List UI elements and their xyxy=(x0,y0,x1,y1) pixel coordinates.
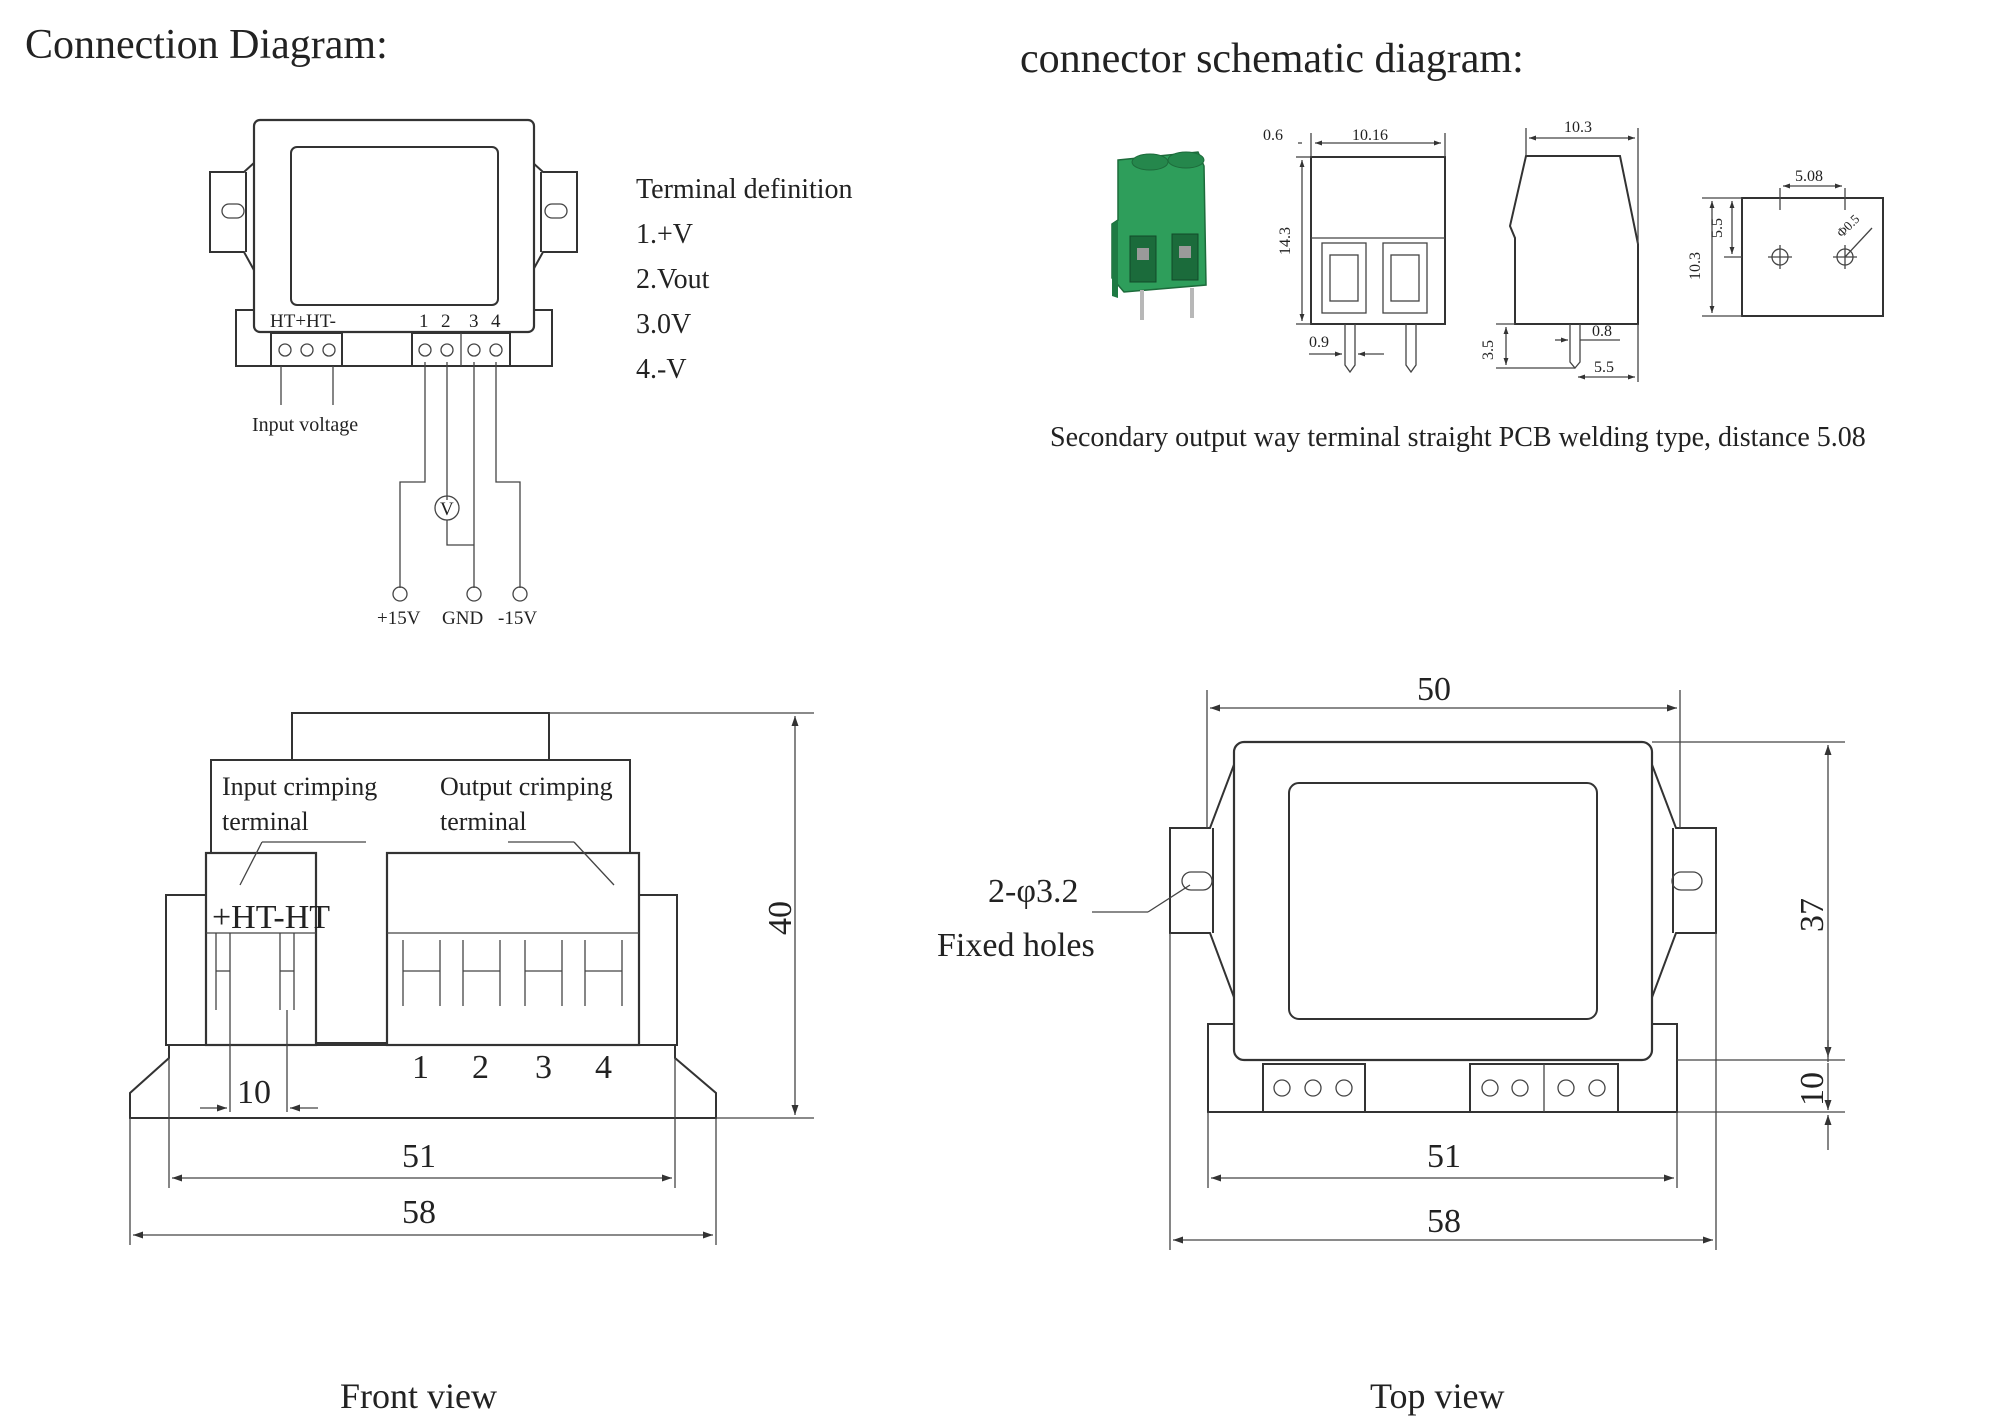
front-input-label-line1: Input crimping xyxy=(222,772,377,801)
top-dim-height: 37 xyxy=(1794,898,1831,932)
input-terminal-block xyxy=(270,332,343,367)
connector-dim-pin-offset: 5.5 xyxy=(1594,359,1614,376)
output-pin-label-2: 2 xyxy=(441,311,451,332)
front-input-terminal-label: +HT-HT xyxy=(212,899,330,936)
module-body xyxy=(252,118,536,334)
front-dim-terminal: 10 xyxy=(237,1074,271,1111)
top-right-fixed-hole xyxy=(1671,871,1703,891)
input-terminal-label: HT+HT- xyxy=(270,311,336,332)
top-view-body xyxy=(1232,740,1654,1062)
module-label-area xyxy=(290,146,499,306)
supply-terminal-gnd xyxy=(466,586,482,602)
top-view-caption: Top view xyxy=(1370,1376,1504,1416)
output-pin-label-1: 1 xyxy=(419,311,429,332)
connection-diagram: HT+HT- 1 2 3 4 Input voltage V +15V GND … xyxy=(209,118,578,629)
top-left-fixed-hole xyxy=(1181,871,1213,891)
connector-dim-bottom-height: 10.3 xyxy=(1687,252,1704,280)
supply-label-neg: -15V xyxy=(498,608,537,629)
connector-dim-width: 10.16 xyxy=(1352,127,1388,144)
front-input-label-line2: terminal xyxy=(222,807,309,836)
supply-label-pos: +15V xyxy=(377,608,421,629)
supply-terminal-pos xyxy=(392,586,408,602)
front-view: Input crimping terminal Output crimping … xyxy=(129,712,814,1245)
terminal-definition-item-1: 1.+V xyxy=(636,219,693,250)
voltmeter-label: V xyxy=(440,499,454,520)
connector-dim-bottom-half: 5.5 xyxy=(1709,218,1726,238)
front-view-top-cap xyxy=(291,712,550,761)
front-pin-label-2: 2 xyxy=(472,1049,489,1086)
connector-dim-hole: Φ0.5 xyxy=(1834,211,1863,240)
connector-side-view: 10.3 3.5 0.8 5.5 xyxy=(1480,119,1639,382)
connector-schematic-title: connector schematic diagram: xyxy=(1020,36,1524,82)
connector-dim-pin-length: 3.5 xyxy=(1480,340,1497,360)
supply-label-gnd: GND xyxy=(442,608,483,629)
connector-bottom-view: Φ0.5 5.08 10.3 5.5 xyxy=(1687,168,1884,317)
connector-caption: Secondary output way terminal straight P… xyxy=(1050,422,1866,453)
front-pin-label-4: 4 xyxy=(595,1049,612,1086)
front-output-terminal xyxy=(385,851,641,1047)
top-dim-base: 51 xyxy=(1427,1138,1461,1175)
supply-terminal-neg xyxy=(512,586,528,602)
top-holes-label-line1: 2-φ3.2 xyxy=(988,873,1078,910)
top-dim-terminal: 10 xyxy=(1794,1072,1831,1106)
right-mount-hole xyxy=(544,203,568,219)
top-view-label-area xyxy=(1288,782,1598,1020)
left-mount-hole xyxy=(221,203,245,219)
front-dim-total: 58 xyxy=(402,1194,436,1231)
terminal-definition-item-2: 2.Vout xyxy=(636,264,710,295)
connector-front-view: 0.6 10.16 14.3 0.9 xyxy=(1263,127,1446,374)
terminal-definition-item-4: 4.-V xyxy=(636,354,687,385)
connector-dim-pin-width: 0.9 xyxy=(1309,334,1329,351)
front-view-caption: Front view xyxy=(340,1376,497,1416)
front-output-label-line2: terminal xyxy=(440,807,527,836)
connector-dim-spacing: 5.08 xyxy=(1795,168,1823,185)
top-view: 2-φ3.2 Fixed holes 50 37 10 51 58 xyxy=(937,671,1845,1250)
terminal-definition-heading: Terminal definition xyxy=(636,174,853,205)
connector-dim-pin-thick: 0.8 xyxy=(1592,323,1612,340)
connector-dim-offset: 0.6 xyxy=(1263,127,1283,144)
front-pin-label-1: 1 xyxy=(412,1049,429,1086)
connector-photo xyxy=(1111,151,1207,320)
output-pin-label-4: 4 xyxy=(491,311,501,332)
front-pin-label-3: 3 xyxy=(535,1049,552,1086)
connector-dim-height: 14.3 xyxy=(1277,227,1294,255)
connector-dim-side-width: 10.3 xyxy=(1564,119,1592,136)
connection-diagram-title: Connection Diagram: xyxy=(25,22,388,68)
front-output-label-line1: Output crimping xyxy=(440,772,613,801)
terminal-definition-item-3: 3.0V xyxy=(636,309,691,340)
top-dim-total: 58 xyxy=(1427,1203,1461,1240)
output-pin-label-3: 3 xyxy=(469,311,479,332)
top-dim-width: 50 xyxy=(1417,671,1451,708)
terminal-definition: Terminal definition 1.+V 2.Vout 3.0V 4.-… xyxy=(636,174,853,385)
front-dim-height: 40 xyxy=(762,901,799,935)
front-dim-base: 51 xyxy=(402,1138,436,1175)
top-holes-label-line2: Fixed holes xyxy=(937,927,1095,964)
input-voltage-label: Input voltage xyxy=(252,414,358,436)
top-input-terminal xyxy=(1262,1063,1366,1113)
front-input-terminal xyxy=(204,851,318,1047)
